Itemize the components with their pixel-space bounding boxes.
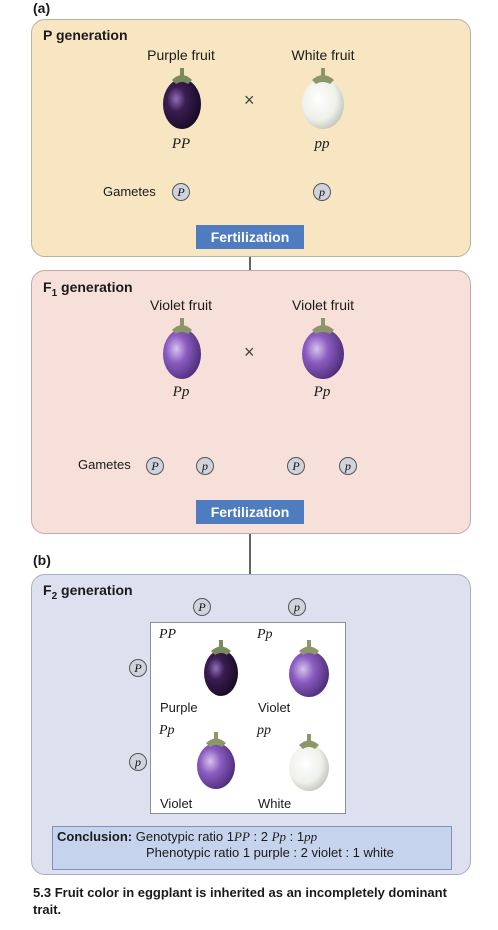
violet-eggplant-icon <box>289 640 329 697</box>
purple-eggplant-icon <box>163 68 201 129</box>
genotypic-ratio-line: Conclusion: Genotypic ratio 1PP : 2 Pp :… <box>57 829 318 844</box>
f1-right-fruit-label: Violet fruit <box>292 297 354 313</box>
conclusion-label: Conclusion: <box>57 829 133 844</box>
f1-gamete-3: P <box>287 457 305 475</box>
cell-genotype: pp <box>257 723 271 738</box>
cell-phenotype: Violet <box>160 796 193 811</box>
punnett-cell-pp-violet-2: Pp Violet <box>151 719 248 814</box>
fertilization-box-2: Fertilization <box>196 500 304 524</box>
violet-eggplant-icon <box>302 318 344 379</box>
fertilization-box-1: Fertilization <box>196 225 304 249</box>
f2-generation-title: F2 generation <box>43 582 133 602</box>
phenotypic-ratio-line: Phenotypic ratio 1 purple : 2 violet : 1… <box>146 845 394 860</box>
p-right-genotype: pp <box>314 136 330 152</box>
cell-genotype: PP <box>159 627 177 642</box>
panel-label-b: (b) <box>33 552 51 568</box>
p-left-fruit-label: Purple fruit <box>147 47 215 63</box>
f1-left-fruit-label: Violet fruit <box>150 297 212 313</box>
conclusion-box: Conclusion: Genotypic ratio 1PP : 2 Pp :… <box>52 826 452 870</box>
white-eggplant-icon <box>302 68 344 129</box>
punnett-square: PP Purple Pp Violet Pp Violet pp <box>150 622 346 814</box>
f2-row-gamete-2: p <box>129 753 147 771</box>
white-eggplant-icon <box>289 734 329 791</box>
f1-generation-box <box>31 270 471 534</box>
p-right-fruit-label: White fruit <box>291 47 355 63</box>
cross-symbol-f1: × <box>244 342 255 362</box>
f2-row-gamete-1: P <box>129 659 147 677</box>
cell-genotype: Pp <box>159 723 175 738</box>
purple-eggplant-icon <box>204 640 238 696</box>
f2-col-gamete-1: P <box>193 598 211 616</box>
f1-generation-title: F1 generation <box>43 279 133 299</box>
f1-gametes-label: Gametes <box>78 457 131 472</box>
cell-phenotype: White <box>258 796 292 811</box>
p-gamete-left: P <box>172 183 190 201</box>
figure-caption: 5.3 Fruit color in eggplant is inherited… <box>33 884 473 918</box>
caption-text: Fruit color in eggplant is inherited as … <box>33 885 447 917</box>
f1-right-genotype: Pp <box>313 384 331 400</box>
cell-phenotype: Purple <box>160 700 198 715</box>
cell-genotype: Pp <box>257 627 273 642</box>
p-left-genotype: PP <box>171 136 191 152</box>
punnett-cell-pp-purple: PP Purple <box>151 623 248 718</box>
f1-gamete-1: P <box>146 457 164 475</box>
cell-phenotype: Violet <box>258 700 291 715</box>
punnett-cell-pp-white: pp White <box>249 719 346 814</box>
f2-col-gamete-2: p <box>288 598 306 616</box>
f1-gamete-2: p <box>196 457 214 475</box>
violet-eggplant-icon <box>163 318 201 379</box>
punnett-cell-pp-violet: Pp Violet <box>249 623 346 718</box>
p-generation-title: P generation <box>43 27 128 43</box>
p-generation-box <box>31 19 471 257</box>
p-gametes-label: Gametes <box>103 184 156 199</box>
f1-gamete-4: p <box>339 457 357 475</box>
caption-number: 5.3 <box>33 885 52 900</box>
p-gamete-right: p <box>313 183 331 201</box>
panel-label-a: (a) <box>33 0 51 16</box>
cross-symbol: × <box>244 90 255 110</box>
f1-left-genotype: Pp <box>172 384 190 400</box>
violet-eggplant-icon <box>197 732 235 789</box>
